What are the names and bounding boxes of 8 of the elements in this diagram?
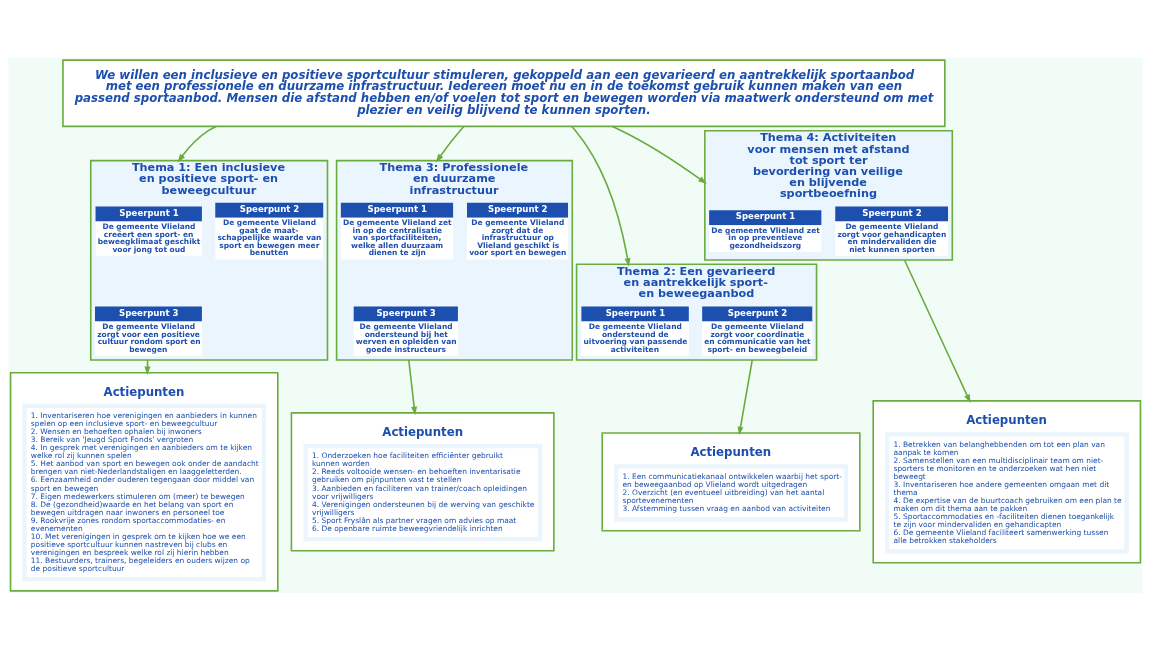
arrow bbox=[903, 258, 971, 403]
arrow bbox=[611, 125, 707, 184]
arrow bbox=[570, 125, 631, 267]
arrow bbox=[737, 358, 754, 435]
arrow bbox=[407, 358, 418, 415]
node-box: We willen een inclusieve en positieve sportcultuur stimuleren, gekoppeld aan een gevarieerd en aantrekkelijk sportaanbod met een professionele en duurzame infrastructuur. Iedereen moet nu en in de toekomst gebruik kunnen maken van een passend sportaanbod. Mensen die afstand hebben en/of voelen tot sport en bewegen worden via maatwerk ondersteund om met plezier en veilig blijvend te kunnen sporten. bbox=[62, 58, 946, 127]
arrow bbox=[435, 125, 465, 163]
arrow bbox=[177, 125, 217, 163]
